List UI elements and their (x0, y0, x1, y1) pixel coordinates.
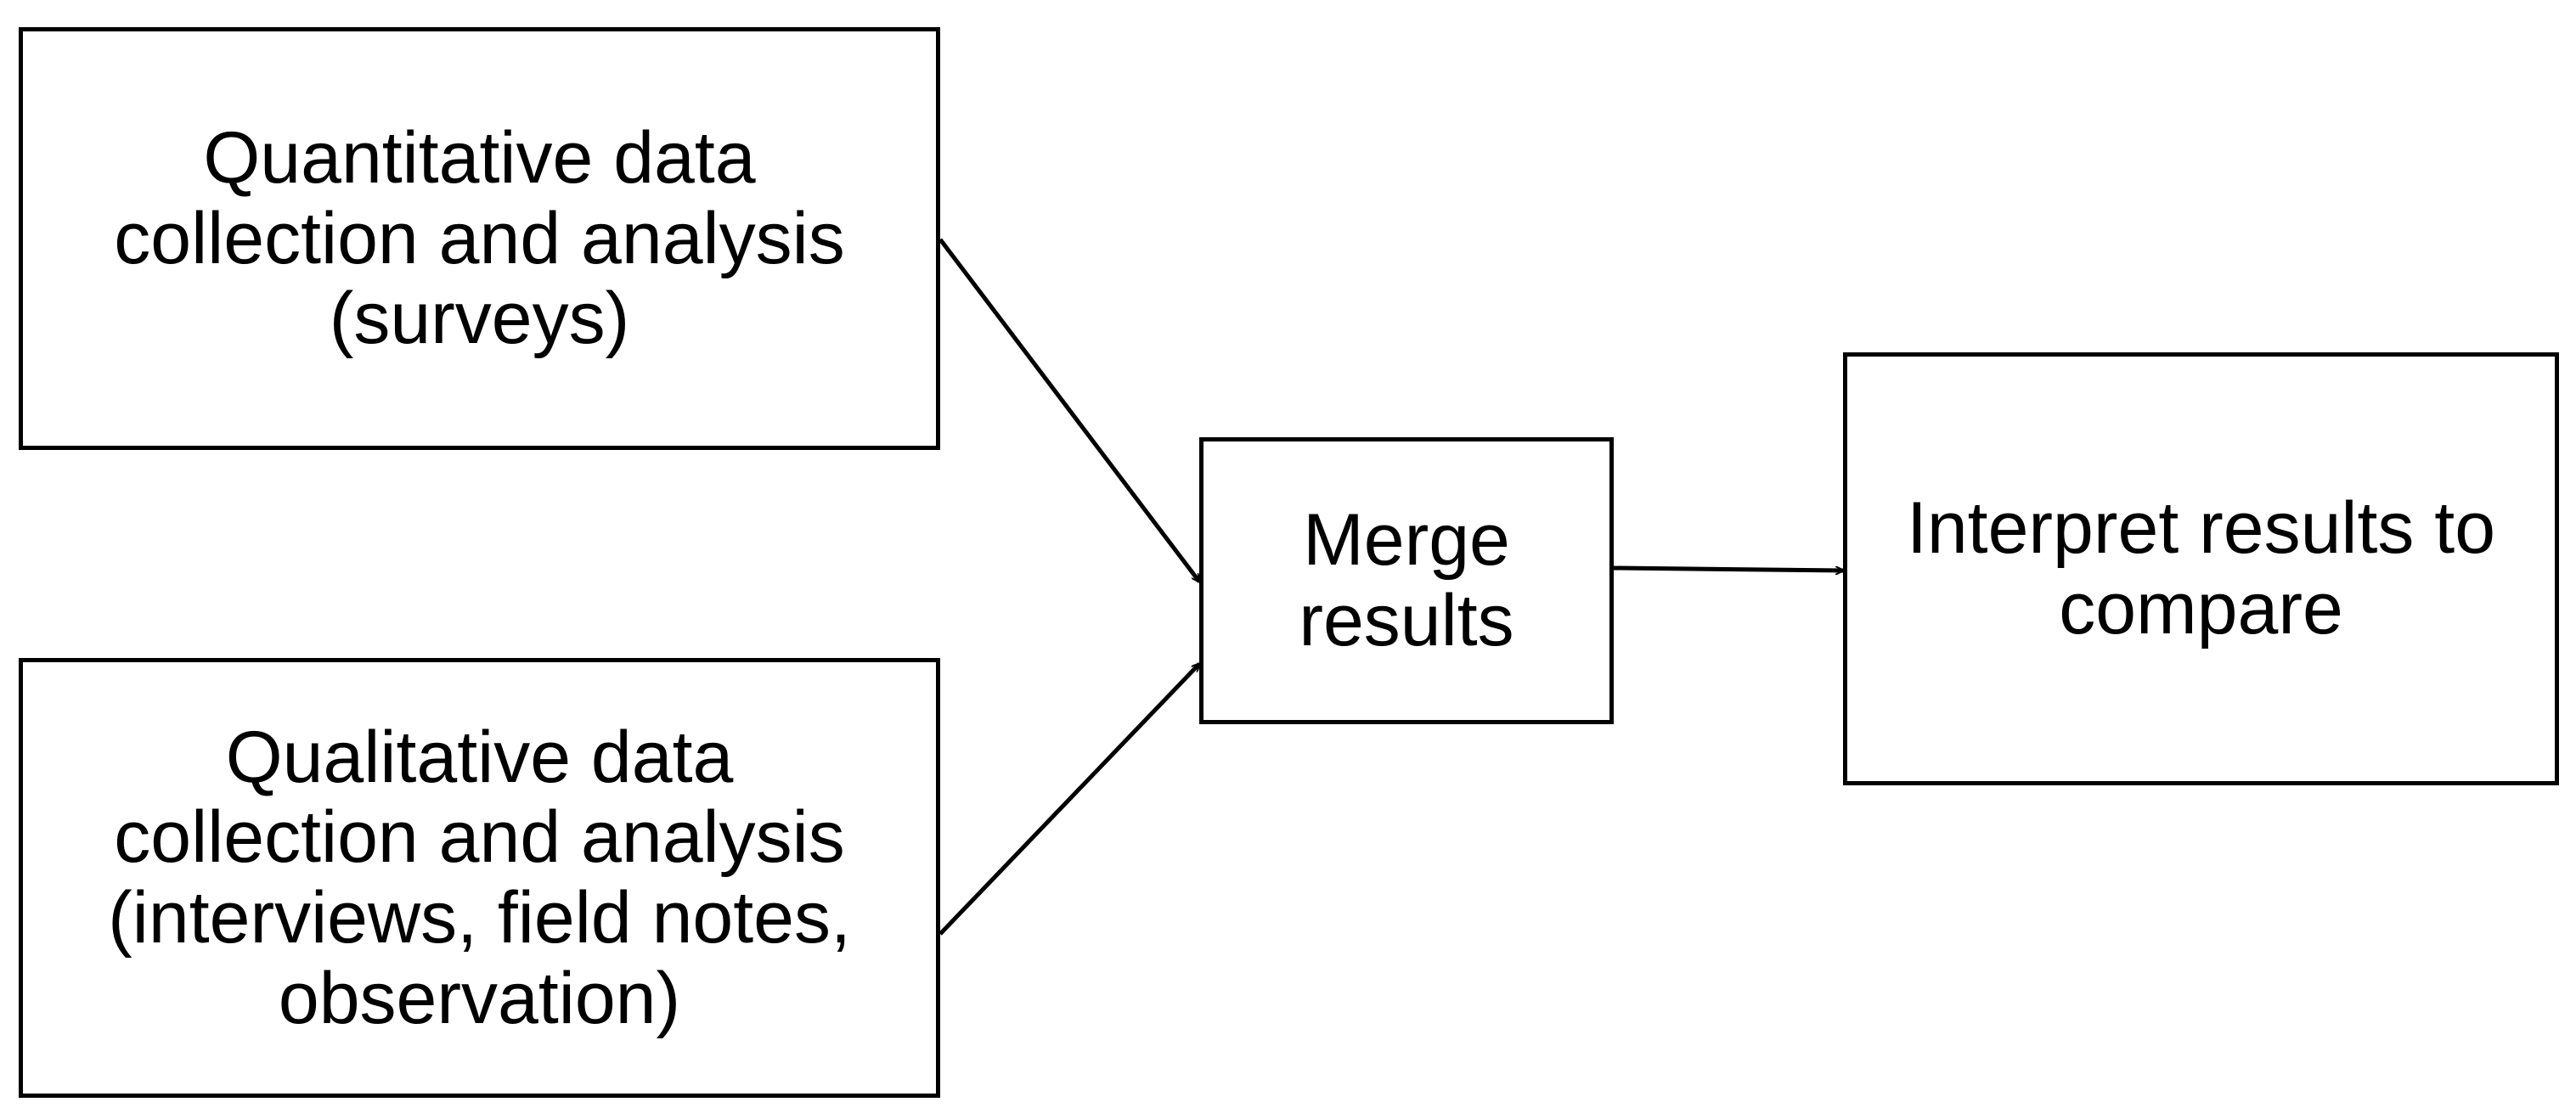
arrow-merge-to-interpret (1613, 565, 1843, 571)
arrow-quant-to-merge (939, 238, 1201, 582)
merge-results-box: Merge results (1199, 437, 1614, 724)
interpret-results-label: Interpret results to compare (1906, 487, 2496, 649)
interpret-results-box: Interpret results to compare (1843, 352, 2559, 785)
arrow-qual-to-merge (939, 664, 1199, 936)
quantitative-data-box: Quantitative data collection and analysi… (19, 27, 940, 450)
qualitative-data-box: Qualitative data collection and analysis… (19, 658, 940, 1098)
merge-results-label: Merge results (1299, 499, 1514, 661)
qualitative-data-label: Qualitative data collection and analysis… (108, 716, 851, 1039)
quantitative-data-label: Quantitative data collection and analysi… (114, 117, 845, 360)
